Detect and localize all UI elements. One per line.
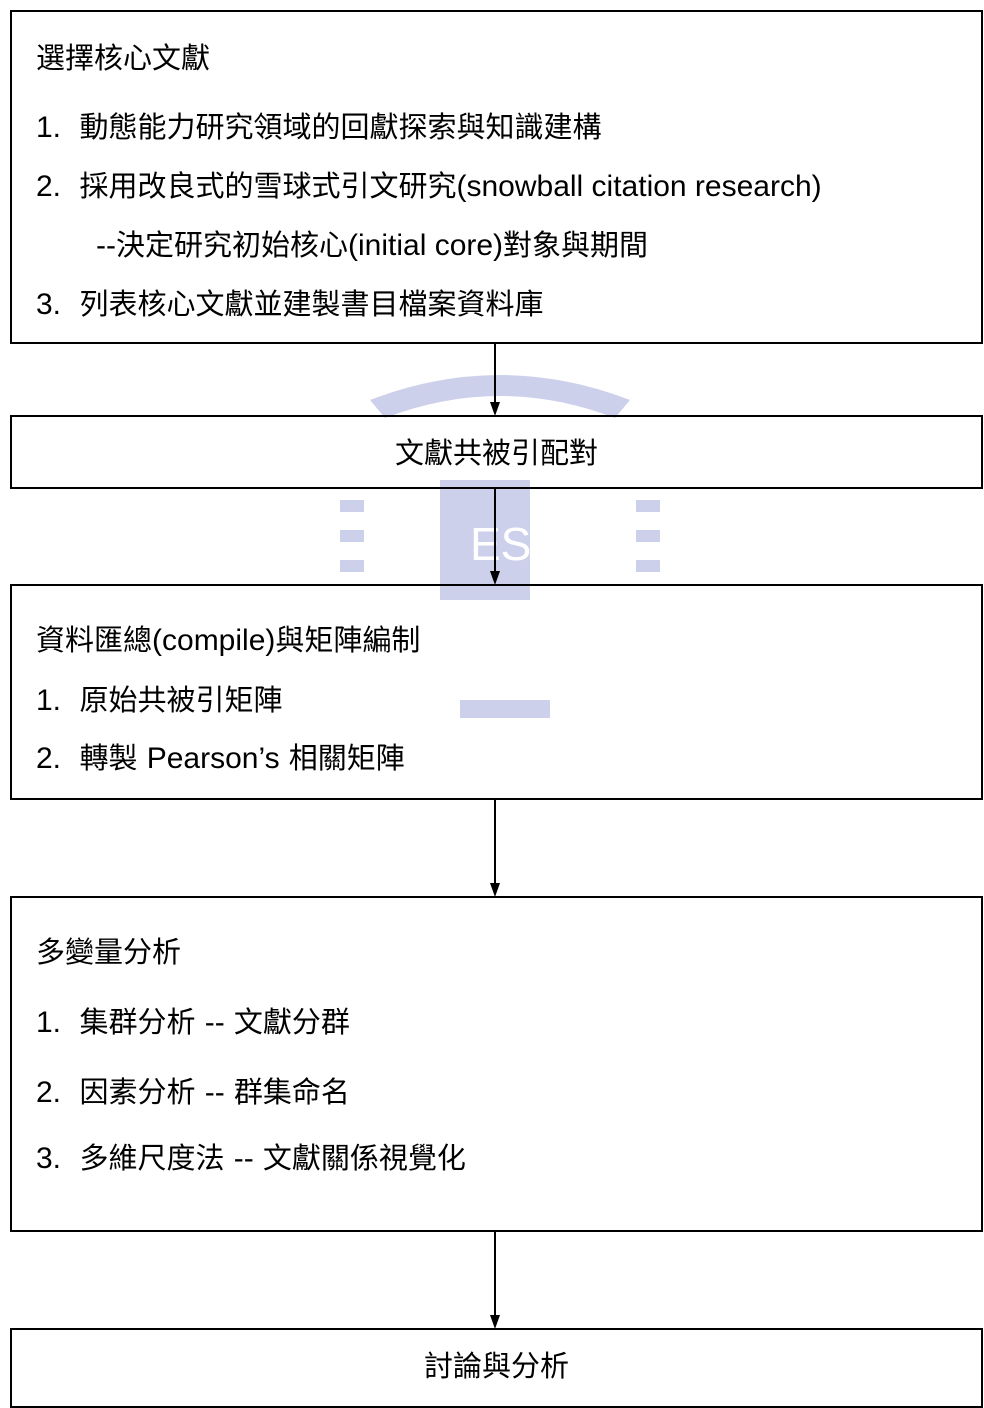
list-item: 2. 轉製 Pearson’s 相關矩陣: [36, 741, 405, 775]
list-item: 2. 因素分析 -- 群集命名: [36, 1075, 350, 1109]
list-item: 2. 採用改良式的雪球式引文研究(snowball citation resea…: [36, 169, 822, 203]
flow-arrow: [490, 1232, 500, 1329]
list-item: 1. 集群分析 -- 文獻分群: [36, 1005, 350, 1039]
box-title: 資料匯總(compile)與矩陣編制: [36, 623, 421, 657]
flow-arrow: [490, 489, 500, 585]
list-item: 1. 原始共被引矩陣: [36, 683, 283, 717]
flow-arrow: [490, 344, 500, 416]
step-box-discussion: 討論與分析: [10, 1328, 983, 1408]
box-title: 討論與分析: [423, 1349, 569, 1383]
list-item: 3. 多維尺度法 -- 文獻關係視覺化: [36, 1141, 466, 1175]
university-logo-watermark: ES: [340, 375, 660, 718]
box-title: 多變量分析: [36, 935, 182, 969]
box-title: 文獻共被引配對: [394, 436, 598, 470]
step-box-co-citation-pairing: 文獻共被引配對: [10, 415, 983, 489]
list-subitem: --決定研究初始核心(initial core)對象與期間: [96, 228, 649, 262]
svg-text:ES: ES: [470, 518, 531, 570]
flow-arrow: [490, 800, 500, 897]
list-item: 1. 動態能力研究領域的回獻探索與知識建構: [36, 110, 602, 144]
list-item: 3. 列表核心文獻並建製書目檔案資料庫: [36, 287, 544, 321]
step-box-compile-matrix: 資料匯總(compile)與矩陣編制 1. 原始共被引矩陣 2. 轉製 Pear…: [10, 584, 983, 800]
step-box-select-core-literature: 選擇核心文獻 1. 動態能力研究領域的回獻探索與知識建構 2. 採用改良式的雪球…: [10, 10, 983, 344]
box-title: 選擇核心文獻: [36, 41, 211, 75]
step-box-multivariate-analysis: 多變量分析 1. 集群分析 -- 文獻分群 2. 因素分析 -- 群集命名 3.…: [10, 896, 983, 1232]
